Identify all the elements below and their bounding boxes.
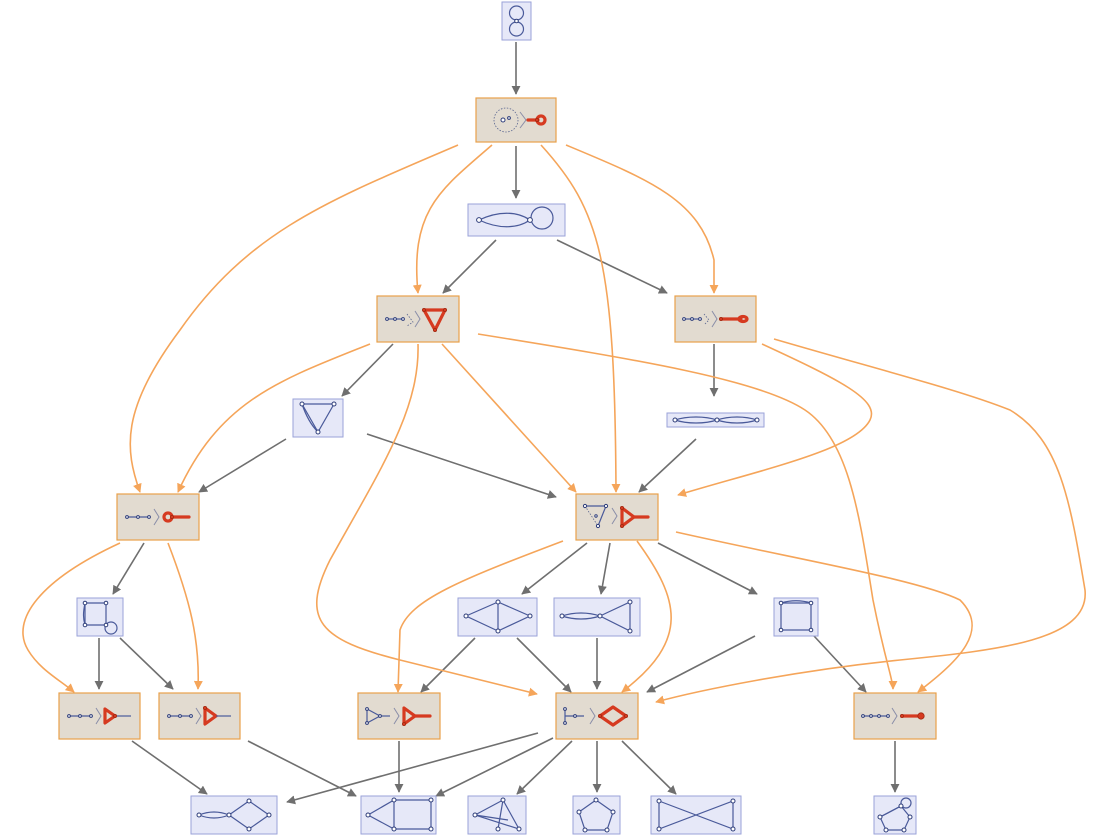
edge-r2-to-r5 [441,343,577,493]
edge-r4-to-r6 [22,542,121,693]
node-rule-small-triangle-a [58,692,141,740]
edge-g2-to-r5 [366,433,557,499]
edge-r5-to-g7 [657,542,758,595]
edge-g4-to-r7 [119,637,174,690]
edge-r9-to-b1 [286,732,539,805]
edge-g7-to-r10 [813,635,867,693]
node-graph-double-chain [666,412,765,428]
edge-r5-to-g6 [597,542,611,595]
node-rule-triangle [376,295,460,343]
edge-g5-to-r8 [420,637,476,693]
edge-r5-to-r8 [393,540,564,693]
node-graph-square-loop [76,597,124,637]
edge-r1-to-r5 [540,144,621,493]
edge-g7-to-r9 [646,635,756,693]
edge-r3-to-r5 [677,343,873,497]
node-graph-double-edge-diamond [190,795,278,835]
edge-r2-to-r10 [477,333,898,690]
node-graph-double-edge-triangle [553,597,641,637]
node-graph-pentagon [572,795,621,835]
edge-g2-to-r4 [198,438,287,493]
edge-g1-to-r2 [442,239,497,294]
edge-r2-to-r9 [315,343,538,697]
edge-r5-to-r10 [675,531,973,693]
node-graph-square-double [773,597,819,637]
edge-g1-to-r3 [556,239,668,294]
node-graph-trapezoid [360,795,437,835]
node-rule-loop [475,97,557,143]
node-rule-loop-edge [116,493,200,541]
node-rule-diamond [555,692,639,740]
edge-r9-to-b5 [621,740,677,795]
node-rule-edge [674,295,757,343]
edge-r1-to-r3 [565,144,719,294]
node-graph-crossed-triangle [467,795,527,835]
node-graph-pentagon-loop [873,795,917,835]
node-rule-triangle-triangle [575,493,659,541]
node-graph-bowtie [650,795,742,835]
edge-r2-to-r4 [177,343,371,493]
edge-r7-to-b2 [247,740,357,797]
node-rule-dumbbell [853,692,937,740]
edge-g3-to-r5 [638,438,697,493]
edge-r5-to-g5 [521,542,588,595]
edge-r5-to-r9 [621,540,672,693]
edge-r9-to-b3 [516,740,573,795]
edge-r4-to-r7 [167,542,203,690]
node-graph-diamond [457,597,538,637]
node-graph-triangle [292,398,344,438]
node-rule-small-triangle-b [158,692,241,740]
edge-r1-to-r4 [129,144,459,493]
node-top-figure-eight [501,1,532,41]
node-rule-triangle-edge [357,692,441,740]
edge-r9-to-b2 [435,737,554,797]
edge-r3-to-r9 [655,338,1086,705]
edge-r1-to-r2 [412,144,493,294]
edge-g5-to-r9 [516,637,572,693]
node-graph-double-edge-loop [467,203,566,237]
edge-r4-to-g4 [112,542,145,595]
edge-r2-to-g2 [341,343,394,397]
edge-r6-to-b1 [131,740,208,795]
